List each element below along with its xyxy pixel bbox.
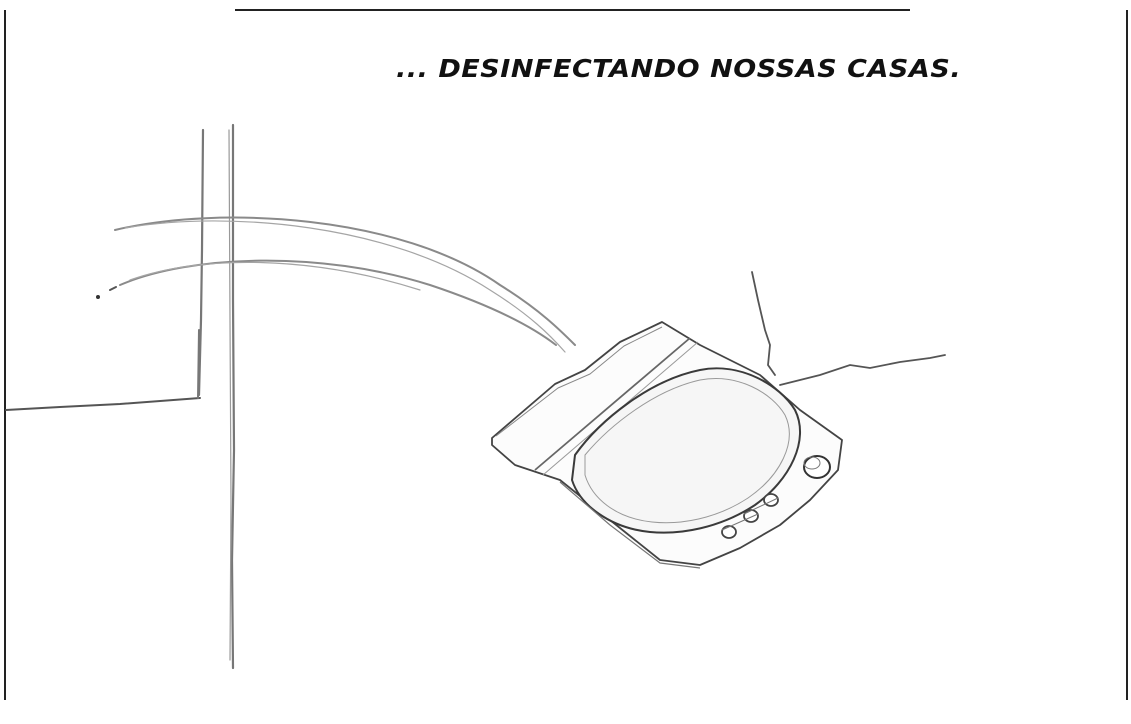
power-cord [751,271,946,386]
pole-lines [197,123,236,670]
panel-border [4,9,1128,700]
floor-line [5,329,201,411]
motion-arcs [96,216,576,353]
washing-machine [491,321,843,569]
caption-text: ... DESINFECTANDO NOSSAS CASAS. [396,54,962,83]
